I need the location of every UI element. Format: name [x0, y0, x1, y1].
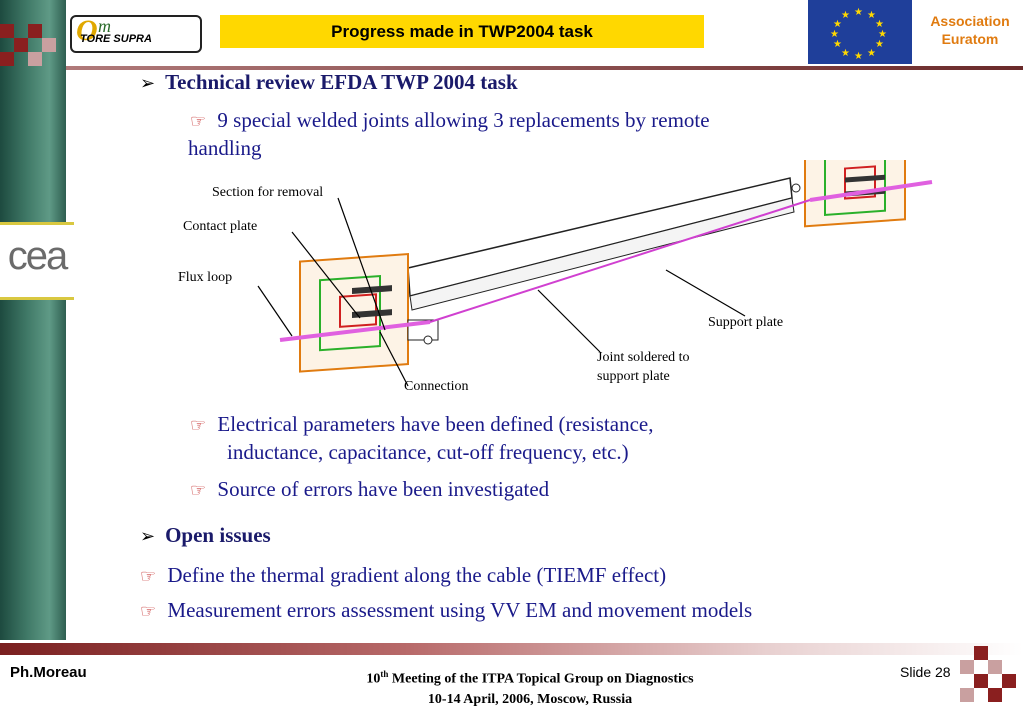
pointing-hand-icon: ☞: [190, 415, 207, 436]
cea-logo: cea: [7, 234, 69, 278]
footer-meeting-line2: 10-14 April, 2006, Moscow, Russia: [427, 691, 633, 707]
header-rule: [66, 66, 1023, 70]
association-line2: Euratom: [941, 31, 999, 47]
label-joint-line1: Joint soldered to: [597, 350, 690, 365]
label-flux-loop: Flux loop: [178, 270, 233, 285]
association-euratom: Association Euratom: [918, 12, 1022, 48]
footer-author: Ph.Moreau: [10, 664, 87, 681]
section1-item1: ☞ 9 special welded joints allowing 3 rep…: [190, 106, 930, 136]
slide-title-text: Progress made in TWP2004 task: [331, 21, 593, 41]
arrow-bullet-icon: ➢: [140, 526, 156, 547]
svg-text:★: ★: [867, 48, 876, 59]
label-joint-soldered: Joint soldered to support plate: [597, 348, 690, 386]
section1-heading: Technical review EFDA TWP 2004 task: [165, 70, 518, 94]
footer-bar: [0, 643, 1023, 655]
footer-meeting-number: 10: [366, 671, 381, 687]
section1-item1-text: 9 special welded joints allowing 3 repla…: [217, 108, 710, 132]
eu-flag-icon: ★ ★ ★ ★ ★ ★ ★ ★ ★ ★ ★ ★: [808, 0, 912, 64]
welded-joint-diagram: [180, 138, 990, 410]
pointing-hand-icon: ☞: [190, 480, 207, 501]
section2-heading-row: ➢ Open issues: [140, 523, 271, 548]
svg-text:★: ★: [833, 39, 842, 50]
svg-text:★: ★: [878, 29, 887, 40]
svg-text:★: ★: [875, 19, 884, 30]
svg-text:★: ★: [854, 51, 863, 62]
pointing-hand-icon: ☞: [190, 111, 207, 132]
tore-supra-logo-text: TORE SUPRA: [80, 33, 152, 45]
footer-meeting-line1: 10th Meeting of the ITPA Topical Group o…: [230, 664, 830, 690]
svg-text:★: ★: [875, 39, 884, 50]
section1-item2-text-line1: Electrical parameters have been defined …: [217, 412, 654, 436]
svg-text:★: ★: [854, 7, 863, 18]
association-line1: Association: [930, 13, 1010, 29]
label-support-plate: Support plate: [708, 315, 784, 330]
section1-item3-text: Source of errors have been investigated: [217, 477, 550, 501]
section1-heading-row: ➢ Technical review EFDA TWP 2004 task: [140, 70, 518, 95]
left-checker-pattern: [0, 0, 66, 90]
left-decorative-bar: [0, 0, 66, 640]
footer-meeting-superscript: th: [380, 669, 389, 679]
label-section-for-removal: Section for removal: [212, 185, 324, 200]
pointing-hand-icon: ☞: [140, 566, 157, 587]
section2-item1: ☞ Define the thermal gradient along the …: [140, 561, 666, 591]
footer-meeting-title: Meeting of the ITPA Topical Group on Dia…: [388, 671, 694, 687]
tore-supra-logo-mark: m: [98, 16, 111, 36]
tore-supra-logo-letter: O: [76, 14, 98, 47]
slide-title: Progress made in TWP2004 task: [220, 15, 704, 48]
section2-item2: ☞ Measurement errors assessment using VV…: [140, 596, 752, 626]
section2-item1-text: Define the thermal gradient along the ca…: [167, 563, 667, 587]
svg-text:★: ★: [830, 29, 839, 40]
slide-number: Slide 28: [900, 664, 951, 680]
svg-text:★: ★: [841, 48, 850, 59]
section2-item2-text: Measurement errors assessment using VV E…: [167, 598, 753, 622]
tore-supra-logo-box: [70, 15, 202, 53]
section1-item2-text-line2: inductance, capacitance, cut-off frequen…: [227, 440, 629, 464]
section1-item1-continuation: handling: [188, 136, 262, 160]
svg-text:★: ★: [867, 10, 876, 21]
footer-meeting: 10th Meeting of the ITPA Topical Group o…: [230, 664, 830, 710]
section2-heading: Open issues: [165, 523, 271, 547]
section1-item3: ☞ Source of errors have been investigate…: [190, 475, 549, 505]
label-contact-plate: Contact plate: [183, 219, 258, 234]
pointing-hand-icon: ☞: [140, 601, 157, 622]
label-joint-line2: support plate: [597, 369, 670, 384]
cea-logo-box: [0, 222, 74, 300]
label-connection: Connection: [404, 379, 469, 394]
arrow-bullet-icon: ➢: [140, 73, 156, 94]
section1-item2: ☞ Electrical parameters have been define…: [190, 410, 890, 440]
footer-checker-pattern: [960, 640, 1023, 708]
svg-text:★: ★: [833, 19, 842, 30]
svg-text:★: ★: [841, 10, 850, 21]
